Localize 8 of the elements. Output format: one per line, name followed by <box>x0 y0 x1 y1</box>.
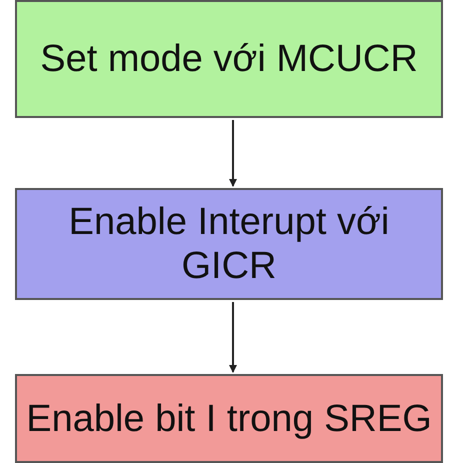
box-label: Enable bit I trong SREG <box>25 396 433 440</box>
arrow <box>229 302 237 373</box>
box-label: Set mode với MCUCR <box>39 37 419 81</box>
process-box <box>15 188 443 300</box>
process-box <box>15 0 443 118</box>
process-box <box>15 374 443 463</box>
arrow <box>229 120 237 187</box>
box-label: Enable Interupt với GICR <box>68 200 390 288</box>
